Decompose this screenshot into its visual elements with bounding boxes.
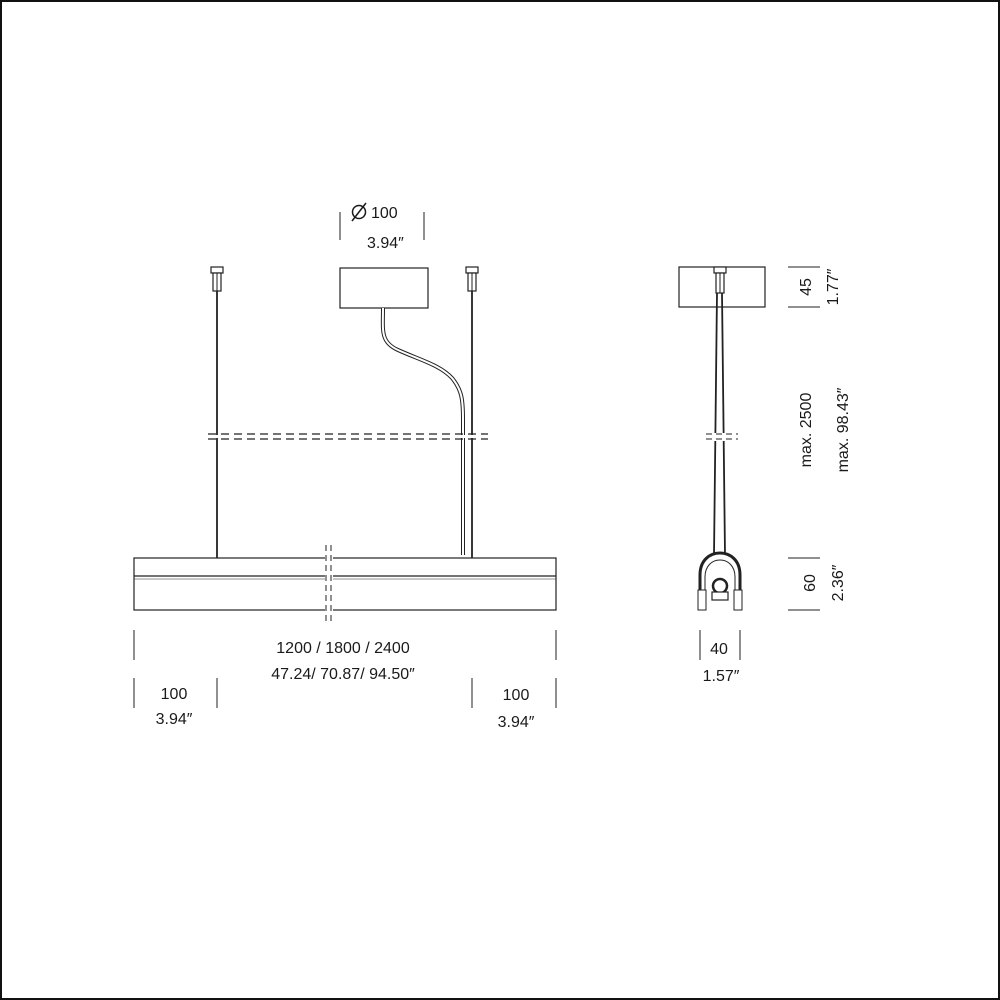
side-view [678,266,820,660]
canopy-diameter-mm: 100 [371,205,398,222]
side-cable-right [721,292,726,556]
body-height-mm: 60 [802,574,819,592]
length-in: 47.24/ 70.87/ 94.50″ [271,666,415,683]
suspension-length-in: max. 98.43″ [835,387,852,472]
side-ceiling-anchor [713,266,727,294]
power-cable-inner [381,307,464,555]
body-width-in: 1.57″ [703,668,740,685]
right-offset-in: 3.94″ [498,714,535,731]
body-width-mm: 40 [710,641,728,658]
profile-inner [704,559,736,610]
canopy-front [339,267,429,309]
right-ceiling-anchor [465,266,479,292]
left-ceiling-anchor [210,266,224,292]
suspension-length-mm: max. 2500 [798,393,815,468]
length-mm: 1200 / 1800 / 2400 [276,640,410,657]
led-mount [711,591,729,601]
canopy-height-mm: 45 [798,278,815,296]
right-offset-mm: 100 [503,687,530,704]
led-module [711,577,729,595]
diameter-symbol-icon [351,202,367,222]
profile-foot-right [733,589,743,611]
profile-foot-left [697,589,707,611]
left-offset-mm: 100 [161,686,188,703]
front-view [133,212,557,708]
power-cable [380,307,465,555]
side-cable-left [713,292,718,556]
luminaire-body [133,557,557,611]
body-height-in: 2.36″ [830,564,847,601]
left-offset-in: 3.94″ [156,711,193,728]
canopy-height-in: 1.77″ [825,268,842,305]
canopy-diameter-in: 3.94″ [367,235,404,252]
